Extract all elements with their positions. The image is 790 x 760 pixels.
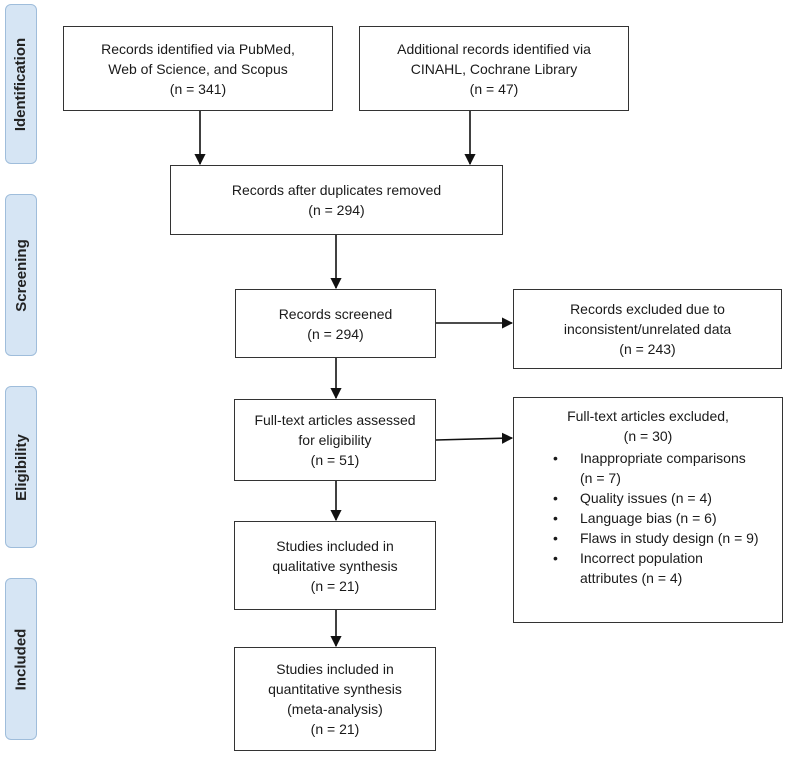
qualitative-count: (n = 21): [310, 577, 360, 594]
quantitative-count: (n = 21): [310, 721, 360, 737]
reason-study-design-flaws: Flaws in study design (n = 9): [553, 528, 782, 548]
fulltext-excluded-line1: Full-text articles excluded,: [567, 408, 729, 424]
fulltext-assessed-line2: for eligibility: [298, 432, 372, 448]
reason-incorrect-population-count: attributes (n = 4): [580, 570, 683, 586]
quantitative-line1: Studies included in: [276, 661, 394, 677]
box-records-databases: Records identified via PubMed, Web of Sc…: [63, 26, 333, 111]
box-duplicates-removed: Records after duplicates removed (n = 29…: [170, 165, 503, 235]
excluded-line1: Records excluded due to: [570, 301, 725, 317]
excluded-line2: inconsistent/unrelated data: [563, 321, 732, 337]
reason-quality-issues: Quality issues (n = 4): [553, 488, 782, 508]
reason-quality-issues-label: Quality issues (n = 4): [580, 490, 712, 506]
databases-line1: Records identified via PubMed,: [101, 40, 295, 57]
fulltext-assessed-count: (n = 51): [310, 452, 360, 468]
box-qualitative-synthesis: Studies included in qualitative synthesi…: [234, 521, 436, 610]
screened-line1: Records screened: [278, 305, 393, 322]
reason-language-bias-label: Language bias (n = 6): [580, 510, 717, 526]
qualitative-line2: qualitative synthesis: [272, 557, 398, 574]
screened-count: (n = 294): [307, 325, 364, 342]
reason-inappropriate-comparisons: Inappropriate comparisons (n = 7): [553, 448, 782, 488]
arrow-fulltext-to-excluded: [435, 432, 514, 444]
box-fulltext-assessed: Full-text articles assessed for eligibil…: [234, 399, 436, 481]
box-quantitative-synthesis: Studies included in quantitative synthes…: [234, 647, 436, 751]
fulltext-assessed-line1: Full-text articles assessed: [254, 412, 416, 428]
reason-incorrect-population: Incorrect population attributes (n = 4): [553, 548, 782, 588]
quantitative-line2: quantitative synthesis: [268, 681, 402, 697]
exclusion-reasons-list: Inappropriate comparisons (n = 7) Qualit…: [514, 448, 782, 588]
reason-inappropriate-comparisons-count: (n = 7): [580, 470, 621, 486]
databases-count: (n = 341): [169, 80, 227, 97]
reason-inappropriate-comparisons-label: Inappropriate comparisons: [580, 450, 746, 466]
quantitative-line3: (meta-analysis): [287, 701, 383, 717]
phase-identification: Identification: [5, 4, 37, 164]
box-additional-records: Additional records identified via CINAHL…: [359, 26, 629, 111]
phase-included: Included: [5, 578, 37, 740]
additional-line1: Additional records identified via: [397, 40, 591, 57]
excluded-count: (n = 243): [619, 341, 676, 357]
duplicates-line1: Records after duplicates removed: [231, 182, 442, 198]
phase-screening: Screening: [5, 194, 37, 356]
box-fulltext-excluded: Full-text articles excluded, (n = 30) In…: [513, 397, 783, 623]
fulltext-excluded-count: (n = 30): [623, 428, 673, 444]
reason-study-design-flaws-label: Flaws in study design (n = 9): [580, 530, 759, 546]
reason-incorrect-population-label: Incorrect population: [580, 550, 703, 566]
databases-line2: Web of Science, and Scopus: [108, 60, 288, 77]
box-records-screened: Records screened (n = 294): [235, 289, 436, 358]
reason-language-bias: Language bias (n = 6): [553, 508, 782, 528]
additional-count: (n = 47): [469, 80, 519, 97]
phase-eligibility: Eligibility: [5, 386, 37, 548]
duplicates-count: (n = 294): [308, 202, 365, 218]
additional-line2: CINAHL, Cochrane Library: [410, 60, 578, 77]
box-records-excluded: Records excluded due to inconsistent/unr…: [513, 289, 782, 369]
qualitative-line1: Studies included in: [276, 537, 394, 554]
